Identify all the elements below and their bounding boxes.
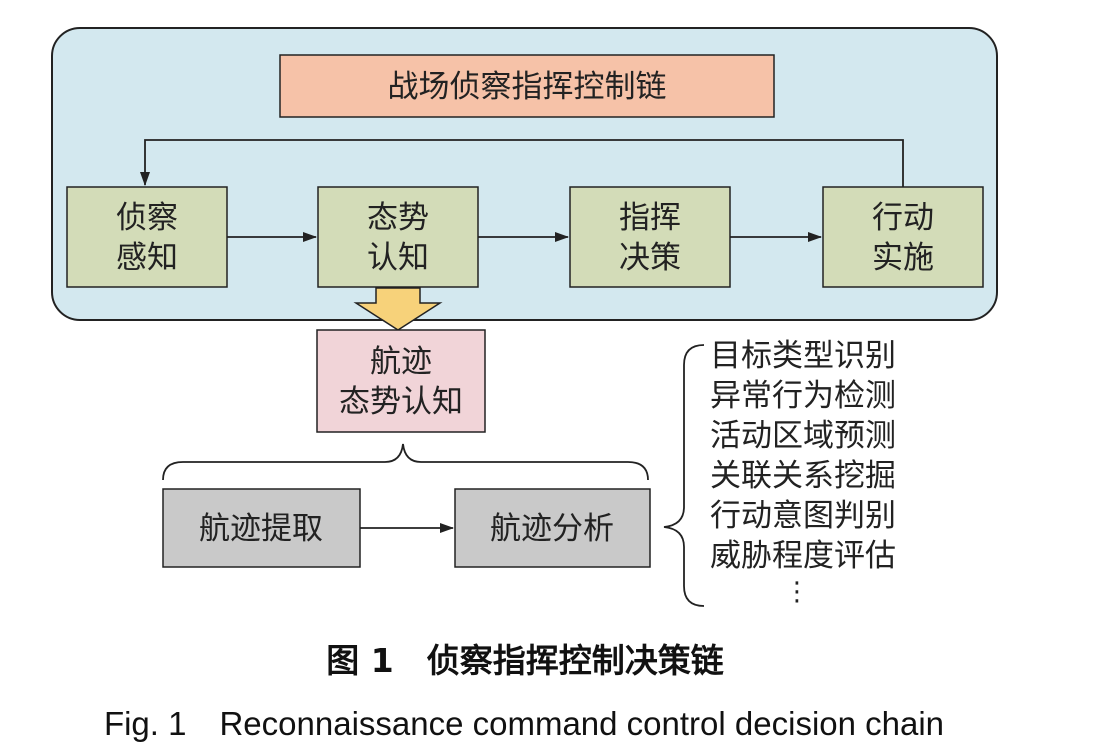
horizontal-brace <box>162 443 649 481</box>
track-analysis-box: 航迹分析 <box>454 488 651 568</box>
task-ellipsis: ⋮ <box>784 577 810 607</box>
stage-situation-cognition: 态势 认知 <box>317 186 479 288</box>
stage-label-line2: 认知 <box>367 240 429 276</box>
task-item: 活动区域预测 <box>710 418 896 454</box>
stage-label-line1: 行动 <box>872 200 934 236</box>
track-analysis-label: 航迹分析 <box>490 511 614 547</box>
stage-action-execution: 行动 实施 <box>822 186 984 288</box>
stage-label-line1: 态势 <box>367 200 429 236</box>
stage-command-decision: 指挥 决策 <box>569 186 731 288</box>
stage-label-line2: 实施 <box>872 240 934 276</box>
stage-label-line1: 指挥 <box>619 200 681 236</box>
task-item: 关联关系挖掘 <box>710 458 896 494</box>
analysis-task-list: 目标类型识别 异常行为检测 活动区域预测 关联关系挖掘 行动意图判别 威胁程度评… <box>710 338 896 607</box>
track-extraction-label: 航迹提取 <box>199 511 323 547</box>
stage-label-line2: 感知 <box>116 240 178 276</box>
vertical-brace <box>663 344 705 607</box>
track-extraction-box: 航迹提取 <box>162 488 361 568</box>
track-cognition-line2: 态势认知 <box>339 384 463 420</box>
figure-caption-cn: 图 1 侦察指挥控制决策链 <box>326 641 723 680</box>
task-item: 威胁程度评估 <box>710 538 896 574</box>
figure-caption-en: Fig. 1 Reconnaissance command control de… <box>104 705 944 742</box>
track-cognition-box: 航迹 态势认知 <box>316 329 486 433</box>
big-down-arrow <box>353 287 443 331</box>
task-item: 行动意图判别 <box>710 498 896 534</box>
track-cognition-line1: 航迹 <box>370 344 432 380</box>
stage-label-line2: 决策 <box>619 240 681 276</box>
stage-label-line1: 侦察 <box>116 200 178 236</box>
task-item: 目标类型识别 <box>710 338 896 374</box>
task-item: 异常行为检测 <box>710 378 896 414</box>
chain-title-box <box>279 54 775 118</box>
stage-recon-perception: 侦察 感知 <box>66 186 228 288</box>
chain-title: 战场侦察指挥控制链 <box>388 69 667 105</box>
feedback-arrow <box>140 139 904 187</box>
